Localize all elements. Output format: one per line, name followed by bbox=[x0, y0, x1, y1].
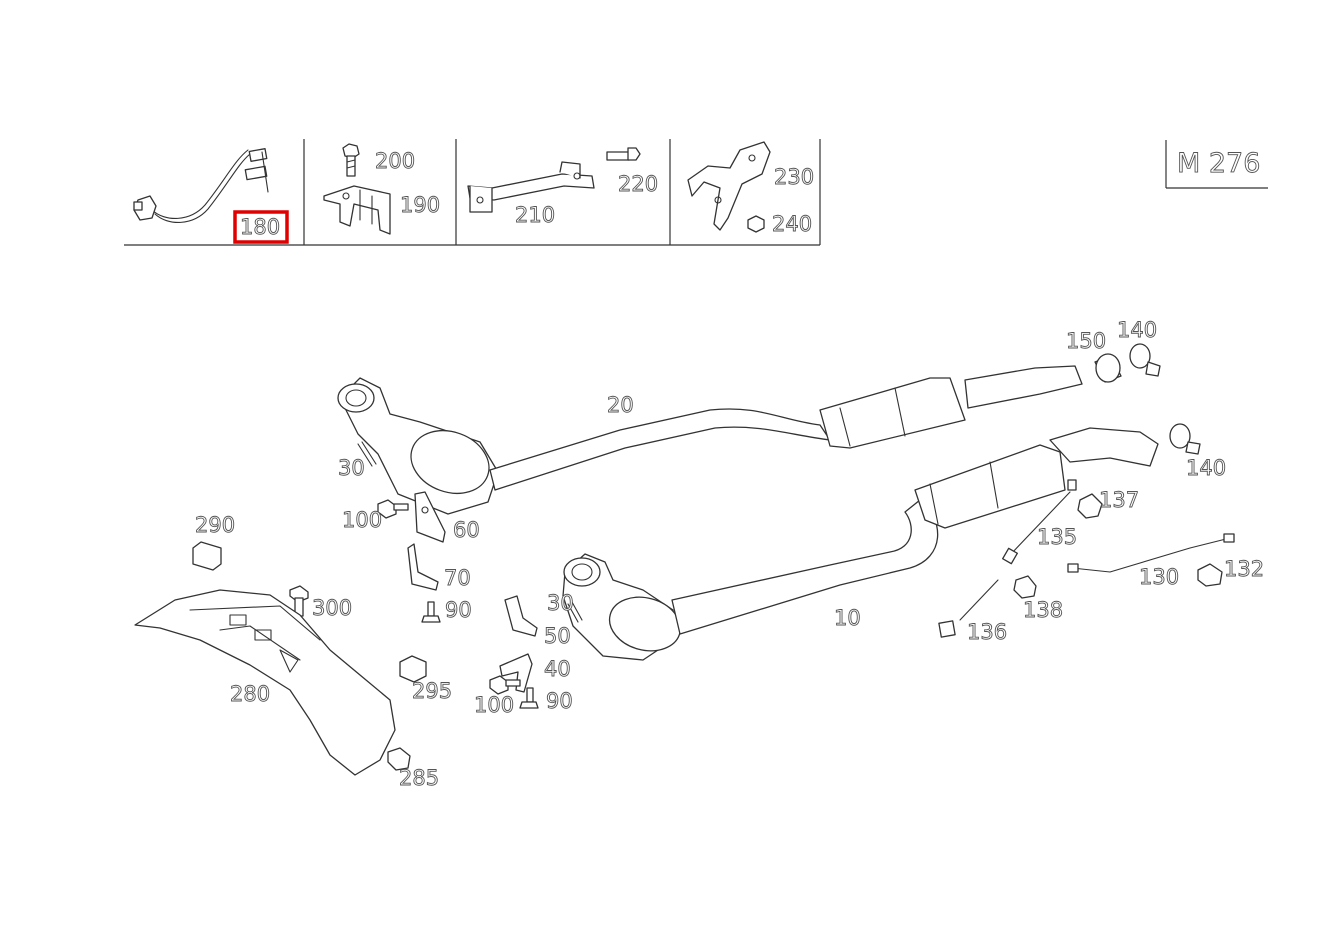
label-10[interactable]: 10 bbox=[834, 606, 862, 631]
bolt-200-drawing[interactable] bbox=[342, 143, 360, 177]
label-140-upper[interactable]: 140 bbox=[1117, 318, 1158, 343]
bracket-70-drawing[interactable] bbox=[407, 543, 439, 591]
label-295[interactable]: 295 bbox=[412, 679, 453, 704]
sensor-130-drawing[interactable] bbox=[1067, 533, 1235, 573]
label-190[interactable]: 190 bbox=[400, 193, 441, 218]
sensor-136-drawing[interactable] bbox=[938, 579, 999, 638]
label-290[interactable]: 290 bbox=[195, 513, 236, 538]
bracket-190-drawing[interactable] bbox=[323, 185, 391, 235]
label-140-lower[interactable]: 140 bbox=[1186, 456, 1227, 481]
accessory-panel: 180 200 190 210 220 bbox=[124, 139, 821, 246]
oxygen-sensor-180-drawing[interactable] bbox=[133, 148, 269, 223]
label-180[interactable]: 180 bbox=[240, 215, 281, 240]
clip-285-drawing[interactable] bbox=[387, 747, 411, 771]
bracket-60-drawing[interactable] bbox=[414, 491, 446, 543]
highlight-box-180 bbox=[233, 210, 289, 244]
clamp-140-upper-drawing[interactable] bbox=[1129, 343, 1161, 377]
label-280[interactable]: 280 bbox=[230, 682, 271, 707]
label-300[interactable]: 300 bbox=[312, 596, 353, 621]
exhaust-pipe-20-drawing[interactable] bbox=[337, 365, 1083, 515]
label-240[interactable]: 240 bbox=[772, 212, 813, 237]
bolt-100-lower-drawing[interactable] bbox=[489, 675, 521, 695]
label-90-lower[interactable]: 90 bbox=[546, 689, 574, 714]
label-130[interactable]: 130 bbox=[1139, 565, 1180, 590]
clip-137-drawing[interactable] bbox=[1077, 493, 1103, 519]
label-220[interactable]: 220 bbox=[618, 172, 659, 197]
bracket-230-drawing[interactable] bbox=[687, 141, 771, 231]
label-136[interactable]: 136 bbox=[967, 620, 1008, 645]
label-210[interactable]: 210 bbox=[515, 203, 556, 228]
engine-code-box: M 276 bbox=[1165, 140, 1268, 189]
label-90-upper[interactable]: 90 bbox=[445, 598, 473, 623]
label-40[interactable]: 40 bbox=[544, 657, 572, 682]
label-30-lower[interactable]: 30 bbox=[547, 591, 575, 616]
nut-240-drawing[interactable] bbox=[747, 215, 765, 233]
nut-90-lower-drawing[interactable] bbox=[519, 687, 539, 709]
label-137[interactable]: 137 bbox=[1099, 488, 1140, 513]
sensor-135-drawing[interactable] bbox=[1002, 479, 1077, 565]
label-135[interactable]: 135 bbox=[1037, 525, 1078, 550]
label-100-lower[interactable]: 100 bbox=[474, 693, 515, 718]
main-diagram: 150 140 20 30 140 137 100 60 135 290 70 … bbox=[134, 318, 1265, 791]
heat-shield-280-drawing[interactable] bbox=[134, 589, 396, 776]
clamp-140-lower-drawing[interactable] bbox=[1169, 423, 1201, 455]
label-50[interactable]: 50 bbox=[544, 624, 572, 649]
label-60[interactable]: 60 bbox=[453, 518, 481, 543]
bracket-50-drawing[interactable] bbox=[504, 595, 538, 637]
clip-132-drawing[interactable] bbox=[1197, 563, 1223, 587]
nut-90-upper-drawing[interactable] bbox=[421, 601, 441, 623]
bracket-40-drawing[interactable] bbox=[499, 653, 533, 693]
label-138[interactable]: 138 bbox=[1023, 598, 1064, 623]
bolt-30-upper-drawing[interactable] bbox=[357, 441, 377, 467]
label-30-upper[interactable]: 30 bbox=[338, 456, 366, 481]
clip-295-drawing[interactable] bbox=[399, 655, 427, 683]
label-132[interactable]: 132 bbox=[1224, 557, 1265, 582]
clip-290-drawing[interactable] bbox=[192, 541, 222, 571]
engine-code-label: M 276 bbox=[1177, 148, 1260, 179]
label-20[interactable]: 20 bbox=[607, 393, 635, 418]
label-285[interactable]: 285 bbox=[399, 766, 440, 791]
clip-138-drawing[interactable] bbox=[1013, 575, 1037, 599]
exhaust-pipe-10-drawing[interactable] bbox=[562, 427, 1159, 661]
label-100-upper[interactable]: 100 bbox=[342, 508, 383, 533]
clamp-150-drawing[interactable] bbox=[1094, 353, 1122, 383]
label-150[interactable]: 150 bbox=[1066, 329, 1107, 354]
label-200[interactable]: 200 bbox=[375, 149, 416, 174]
bolt-30-lower-drawing[interactable] bbox=[567, 601, 583, 623]
bracket-210-drawing[interactable] bbox=[467, 161, 595, 213]
label-230[interactable]: 230 bbox=[774, 165, 815, 190]
bolt-220-drawing[interactable] bbox=[606, 147, 641, 161]
label-70[interactable]: 70 bbox=[444, 566, 472, 591]
bolt-100-upper-drawing[interactable] bbox=[377, 499, 409, 519]
